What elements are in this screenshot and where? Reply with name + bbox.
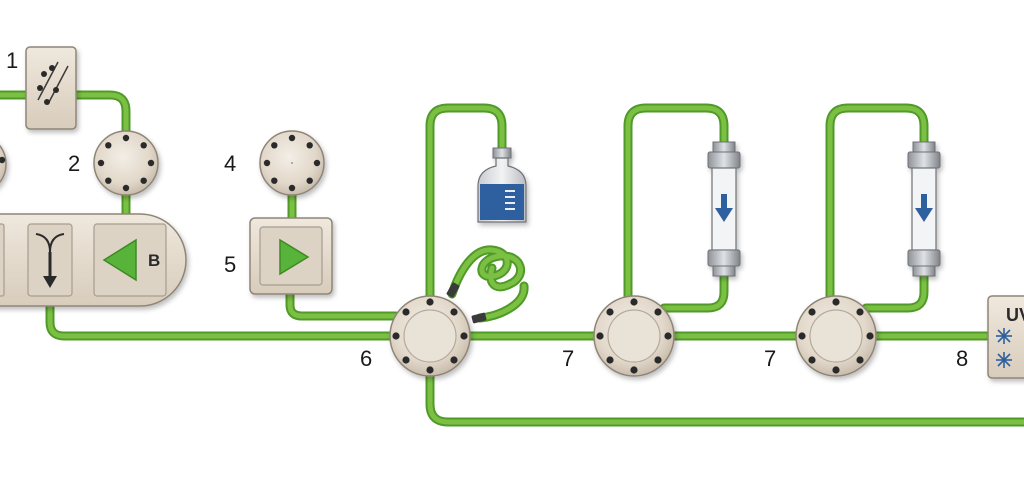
label-5: 5 — [224, 252, 236, 277]
pump-5 — [249, 217, 333, 295]
valve-4 — [259, 130, 325, 196]
column-2 — [907, 141, 941, 277]
label-1: 1 — [6, 48, 18, 73]
label-2: 2 — [68, 151, 80, 176]
bottle — [477, 147, 527, 223]
valve-2 — [93, 130, 159, 196]
column-icon — [707, 141, 741, 277]
label-6: 6 — [360, 346, 372, 371]
valve-6 — [389, 295, 471, 377]
label-7b: 7 — [764, 346, 776, 371]
bottle-icon — [477, 147, 527, 223]
tubing — [0, 90, 1024, 427]
mixer — [27, 223, 73, 297]
pump-b-label: B — [148, 251, 160, 270]
column-icon — [907, 141, 941, 277]
pump-icon — [102, 238, 137, 282]
valve-7a — [593, 295, 675, 377]
valve-icon — [93, 130, 159, 196]
partial-valve-left — [0, 144, 7, 184]
uv-label: UV — [1006, 305, 1024, 325]
label-7a: 7 — [562, 346, 574, 371]
loop-fittings — [446, 282, 487, 324]
uv-detector: UV — [987, 295, 1024, 379]
inline-filter — [25, 46, 77, 130]
column-1 — [707, 141, 741, 277]
label-4: 4 — [224, 151, 236, 176]
uv-detector-icon — [996, 328, 1012, 368]
pump-b-unit: B — [0, 213, 187, 307]
valve-7b — [795, 295, 877, 377]
label-8: 8 — [956, 346, 968, 371]
filter-icon — [37, 61, 69, 105]
pump-b: B — [93, 223, 167, 297]
pump-icon — [279, 238, 310, 276]
